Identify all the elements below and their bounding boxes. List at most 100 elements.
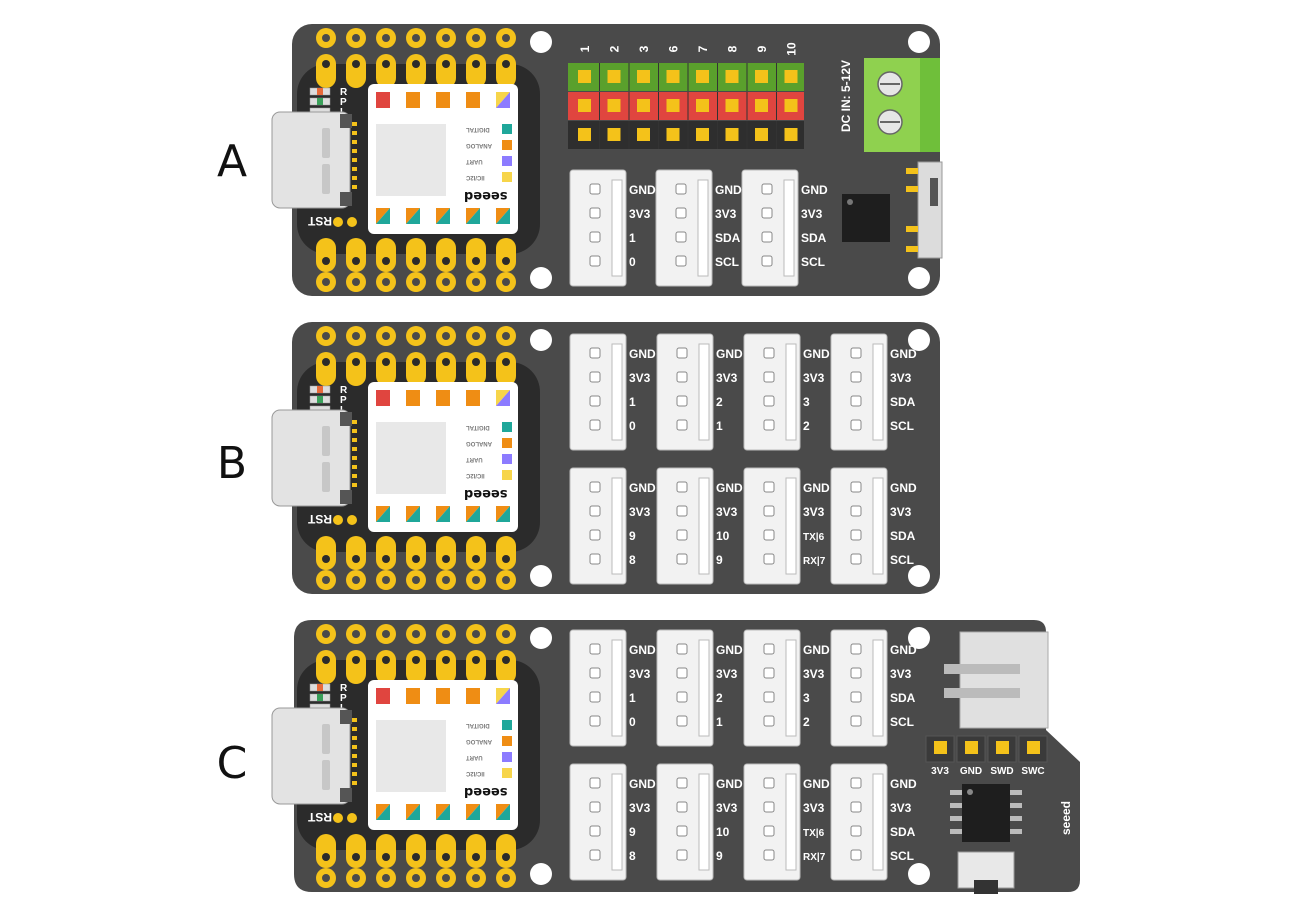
connector-pin-label: 3V3 [890,667,912,681]
pad-hole-center [472,332,480,340]
usb-c-contact [352,429,357,433]
header-pin [696,99,709,112]
connector-pin-hole [589,643,601,655]
connector-pin-label: 3V3 [803,371,825,385]
connector-pin-hole [761,207,773,219]
connector-latch [698,773,710,871]
legend-swatch [502,470,512,480]
pad-hole-center [412,358,420,366]
connector-pin-label: 3V3 [715,207,737,221]
xiao-pin-indicator [496,208,510,224]
mount-hole [908,31,930,53]
board-label-a: A [217,136,247,187]
connector-pin-hole [763,553,775,565]
header-number: 6 [667,45,681,52]
castellated-pad [406,238,426,272]
connector-pin-label: GND [629,643,656,657]
connector-pin-label: 1 [716,419,723,433]
connector-pin-hole [763,825,775,837]
connector-pin-label: GND [629,777,656,791]
header-pin [725,99,739,112]
rst-label: RST [307,512,332,526]
connector-pin-label: 0 [629,255,636,269]
usb-c-contact [352,781,357,785]
usb-c-port [271,707,351,805]
pad-hole-center [502,874,510,882]
legend-label: DIGITAL [466,722,490,728]
grove-connector: GND 3V3 2 1 [656,333,743,451]
connector-pin-label: GND [716,347,743,361]
usb-c-tongue [322,760,330,790]
pad-hole-center [442,853,450,861]
castellated-pad [436,650,456,684]
header-pin [607,70,621,83]
castellated-pad [436,352,456,386]
connector-pin-hole [589,395,601,407]
connector-pin-label: 3V3 [801,207,823,221]
legend-label: IIC/I2C [465,174,484,180]
connector-pin-hole [850,801,862,813]
board-a: ADIGITALANALOGUARTIIC/I2CseeedRPLRST1236… [217,24,943,296]
connector-pin-hole [850,505,862,517]
connector-pin-hole [675,207,687,219]
connector-pin-hole [763,801,775,813]
connector-pin-label: 3V3 [716,371,738,385]
led-color [317,694,323,701]
connector-pin-label: 3V3 [890,801,912,815]
castellated-pad [436,834,456,868]
connector-pin-hole [761,183,773,195]
legend-swatch [502,124,512,134]
castellated-pad [496,650,516,684]
pad-hole-center [382,332,390,340]
connector-pin-label: 2 [716,395,723,409]
usb-c-contact [352,727,357,731]
pad-hole-center [382,278,390,286]
connector-pin-hole [850,347,862,359]
connector-pin-hole [589,207,601,219]
swd-pad [1027,741,1040,754]
legend-label: IIC/I2C [465,770,484,776]
pad-hole-center [322,630,330,638]
led-color [317,88,323,95]
pad-hole-center [472,358,480,366]
xiao-pin-indicator [376,688,390,704]
connector-pin-hole [763,419,775,431]
usb-c-contact [352,474,357,478]
connector-pin-hole [850,667,862,679]
xiao-shield [376,720,446,792]
pad-hole-center [472,60,480,68]
castellated-pad [436,54,456,88]
connector-pin-label: SDA [890,395,916,409]
pad-hole-center [502,278,510,286]
chip-dot [967,789,973,795]
legend-swatch [502,422,512,432]
header-number: 7 [696,45,710,52]
led-color [317,396,323,403]
header-pin [637,70,650,83]
connector-pin-hole [763,691,775,703]
usb-c-port [271,111,351,209]
connector-pin-label: GND [890,643,917,657]
mount-hole [908,863,930,885]
castellated-pad [346,238,366,272]
mount-hole [530,565,552,587]
connector-latch [785,639,797,737]
pad-hole-center [352,874,360,882]
castellated-pad [406,54,426,88]
connector-pin-hole [850,849,862,861]
castellated-pad [346,352,366,386]
connector-latch [611,179,623,277]
legend-label: DIGITAL [466,424,490,430]
xiao-pin-indicator [496,92,510,108]
pad-hole-center [322,34,330,42]
castellated-pad [466,352,486,386]
connector-pin-label: GND [803,481,830,495]
chip-lead [1010,829,1022,834]
connector-pin-hole [589,183,601,195]
xiao-pin-indicator [466,688,480,704]
xiao-pin-indicator [376,390,390,406]
